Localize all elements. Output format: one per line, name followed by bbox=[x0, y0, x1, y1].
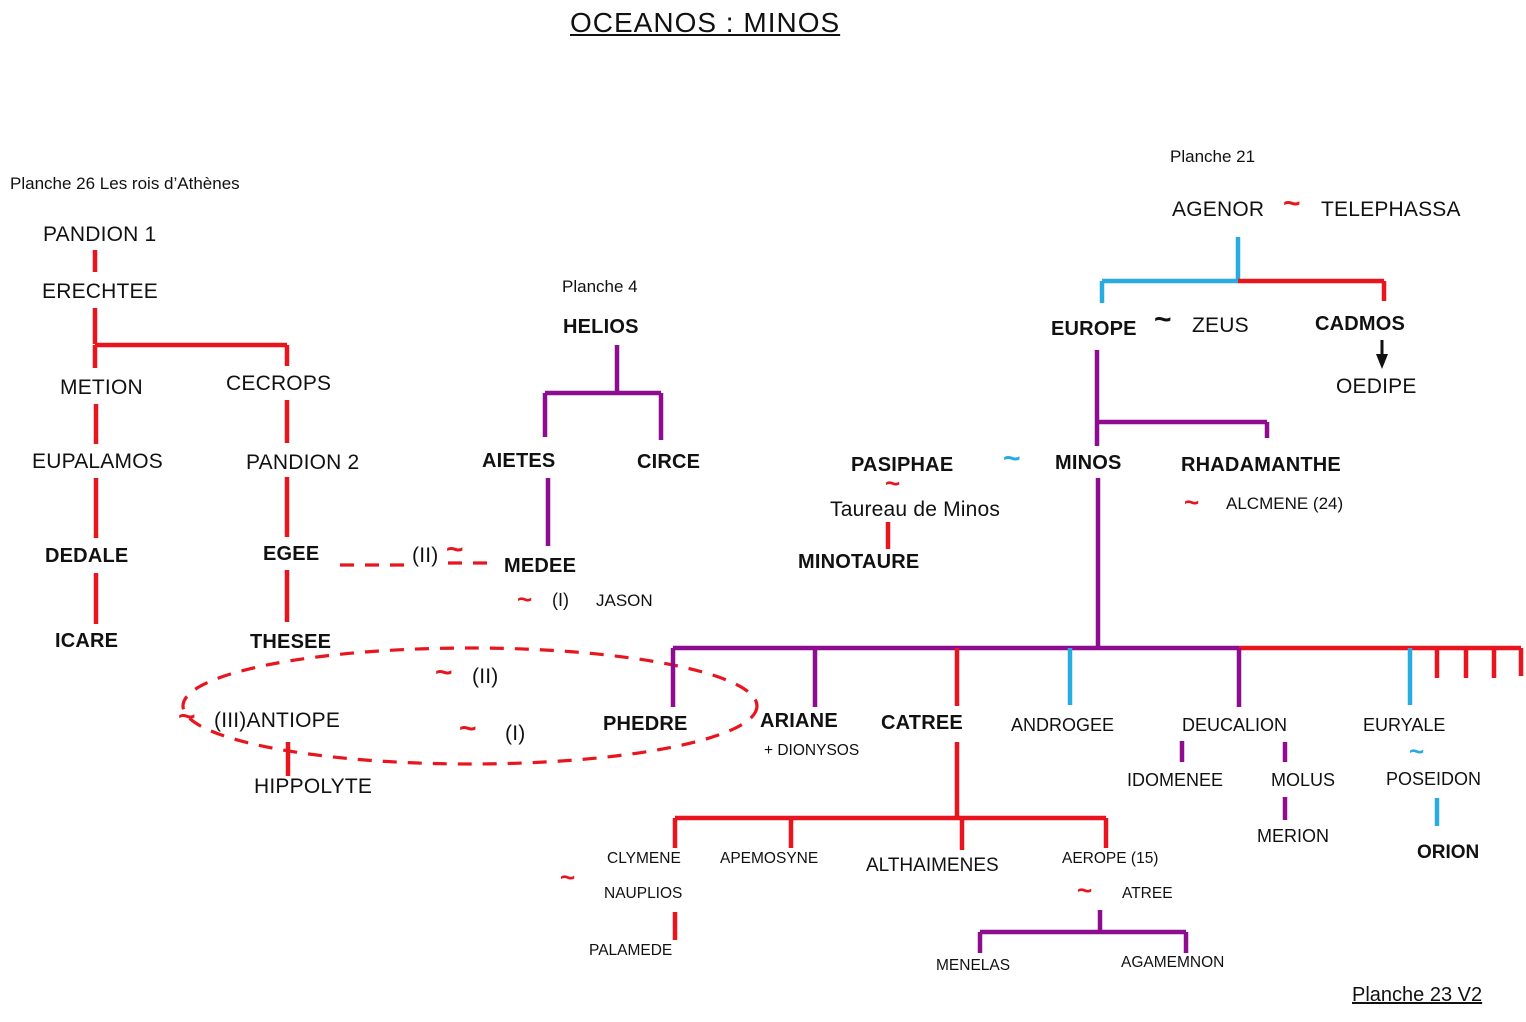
tilde-agenor-telephassa: ~ bbox=[1283, 187, 1301, 220]
node-poseidon: POSEIDON bbox=[1386, 769, 1482, 789]
node-erechtee: ERECHTEE bbox=[42, 280, 158, 303]
node-menelas: MENELAS bbox=[936, 957, 1011, 974]
node-pandion1: PANDION 1 bbox=[43, 223, 157, 246]
node-catree: CATREE bbox=[881, 712, 963, 734]
jason-marriage-label: (I) bbox=[552, 590, 569, 610]
node-nauplios: NAUPLIOS bbox=[604, 885, 683, 902]
node-helios: HELIOS bbox=[563, 316, 639, 338]
node-antiope: (III)ANTIOPE bbox=[214, 709, 341, 732]
tilde-pasiphae-taureau: ~ bbox=[885, 468, 901, 498]
node-merion: MERION bbox=[1257, 826, 1329, 846]
node-aietes: AIETES bbox=[482, 450, 556, 472]
catree-lines bbox=[672, 742, 1109, 940]
node-pasiphae: PASIPHAE bbox=[851, 454, 954, 476]
node-medee: MEDEE bbox=[504, 555, 577, 577]
tilde-marriage1: ~ bbox=[459, 712, 477, 745]
node-cadmos: CADMOS bbox=[1315, 313, 1406, 335]
node-agenor: AGENOR bbox=[1172, 198, 1265, 221]
tilde-antiope: ~ bbox=[178, 700, 196, 733]
cadmos-arrow bbox=[1376, 340, 1388, 369]
planche21-heading: Planche 21 bbox=[1170, 147, 1256, 166]
tilde-medee-jason: ~ bbox=[517, 584, 533, 614]
node-minotaure: MINOTAURE bbox=[798, 551, 920, 573]
node-agamemnon: AGAMEMNON bbox=[1121, 954, 1225, 971]
marriage2-label: (II) bbox=[472, 665, 499, 688]
node-taureau: Taureau de Minos bbox=[830, 498, 1001, 521]
tilde-rhadamanthe-alcmene: ~ bbox=[1184, 487, 1200, 517]
tilde-marriage2: ~ bbox=[435, 656, 453, 689]
node-dedale: DEDALE bbox=[45, 545, 129, 567]
node-androgee: ANDROGEE bbox=[1011, 715, 1115, 735]
agenor-lines bbox=[1099, 237, 1387, 303]
node-clymene: CLYMENE bbox=[607, 850, 681, 867]
node-oedipe: OEDIPE bbox=[1336, 375, 1417, 398]
node-zeus: ZEUS bbox=[1192, 314, 1249, 337]
node-apemosyne: APEMOSYNE bbox=[720, 850, 819, 867]
node-palamede: PALAMEDE bbox=[589, 942, 673, 959]
planche4-heading: Planche 4 bbox=[562, 277, 638, 296]
plate-number: Planche 23 V2 bbox=[1352, 984, 1483, 1006]
node-hippolyte: HIPPOLYTE bbox=[254, 775, 373, 798]
node-idomenee: IDOMENEE bbox=[1127, 770, 1224, 790]
node-molus: MOLUS bbox=[1271, 770, 1336, 790]
node-euryale: EURYALE bbox=[1363, 715, 1446, 735]
marriage1-label: (I) bbox=[505, 722, 526, 745]
node-cecrops: CECROPS bbox=[226, 372, 332, 395]
helios-lines bbox=[542, 345, 664, 546]
tilde-aerope-atree: ~ bbox=[1077, 875, 1093, 905]
node-eupalamos: EUPALAMOS bbox=[32, 450, 163, 473]
europe-lines bbox=[1094, 350, 1270, 650]
node-deucalion: DEUCALION bbox=[1182, 715, 1288, 735]
tilde-clymene-nauplios: ~ bbox=[560, 862, 576, 892]
planche26-heading: Planche 26 Les rois d’Athènes bbox=[10, 174, 240, 193]
marriage-dashed-curves bbox=[181, 561, 759, 766]
node-metion: METION bbox=[60, 376, 143, 399]
node-dionysos: + DIONYSOS bbox=[764, 742, 860, 759]
node-aerope: AEROPE (15) bbox=[1062, 850, 1159, 867]
node-atree: ATREE bbox=[1122, 885, 1173, 902]
diagram-title: OCEANOS : MINOS bbox=[570, 7, 841, 38]
node-althaimenes: ALTHAIMENES bbox=[866, 855, 999, 876]
node-phedre: PHEDRE bbox=[603, 713, 688, 735]
node-orion: ORION bbox=[1417, 842, 1480, 863]
node-circe: CIRCE bbox=[637, 451, 701, 473]
node-thesee: THESEE bbox=[250, 631, 332, 653]
minos-children-bar bbox=[670, 645, 1524, 707]
deucalion-lines bbox=[1179, 741, 1440, 826]
atreides-lines bbox=[977, 910, 1189, 953]
node-jason: JASON bbox=[596, 591, 653, 610]
node-alcmene: ALCMENE (24) bbox=[1226, 494, 1344, 513]
tilde-egee-medee: ~ bbox=[446, 533, 464, 566]
node-europe: EUROPE bbox=[1051, 318, 1137, 340]
tilde-pasiphae-minos: ~ bbox=[1003, 442, 1021, 475]
athens-lines bbox=[92, 250, 291, 776]
node-telephassa: TELEPHASSA bbox=[1321, 198, 1461, 221]
node-minos: MINOS bbox=[1055, 452, 1122, 474]
tilde-europe-zeus: ~ bbox=[1154, 303, 1172, 336]
node-icare: ICARE bbox=[55, 630, 119, 652]
node-ariane: ARIANE bbox=[760, 710, 838, 732]
node-egee: EGEE bbox=[263, 543, 320, 565]
node-pandion2: PANDION 2 bbox=[246, 451, 360, 474]
tilde-euryale-poseidon: ~ bbox=[1409, 736, 1425, 766]
node-rhadamanthe: RHADAMANTHE bbox=[1181, 454, 1341, 476]
egee-marriage-label: (II) bbox=[412, 544, 439, 567]
